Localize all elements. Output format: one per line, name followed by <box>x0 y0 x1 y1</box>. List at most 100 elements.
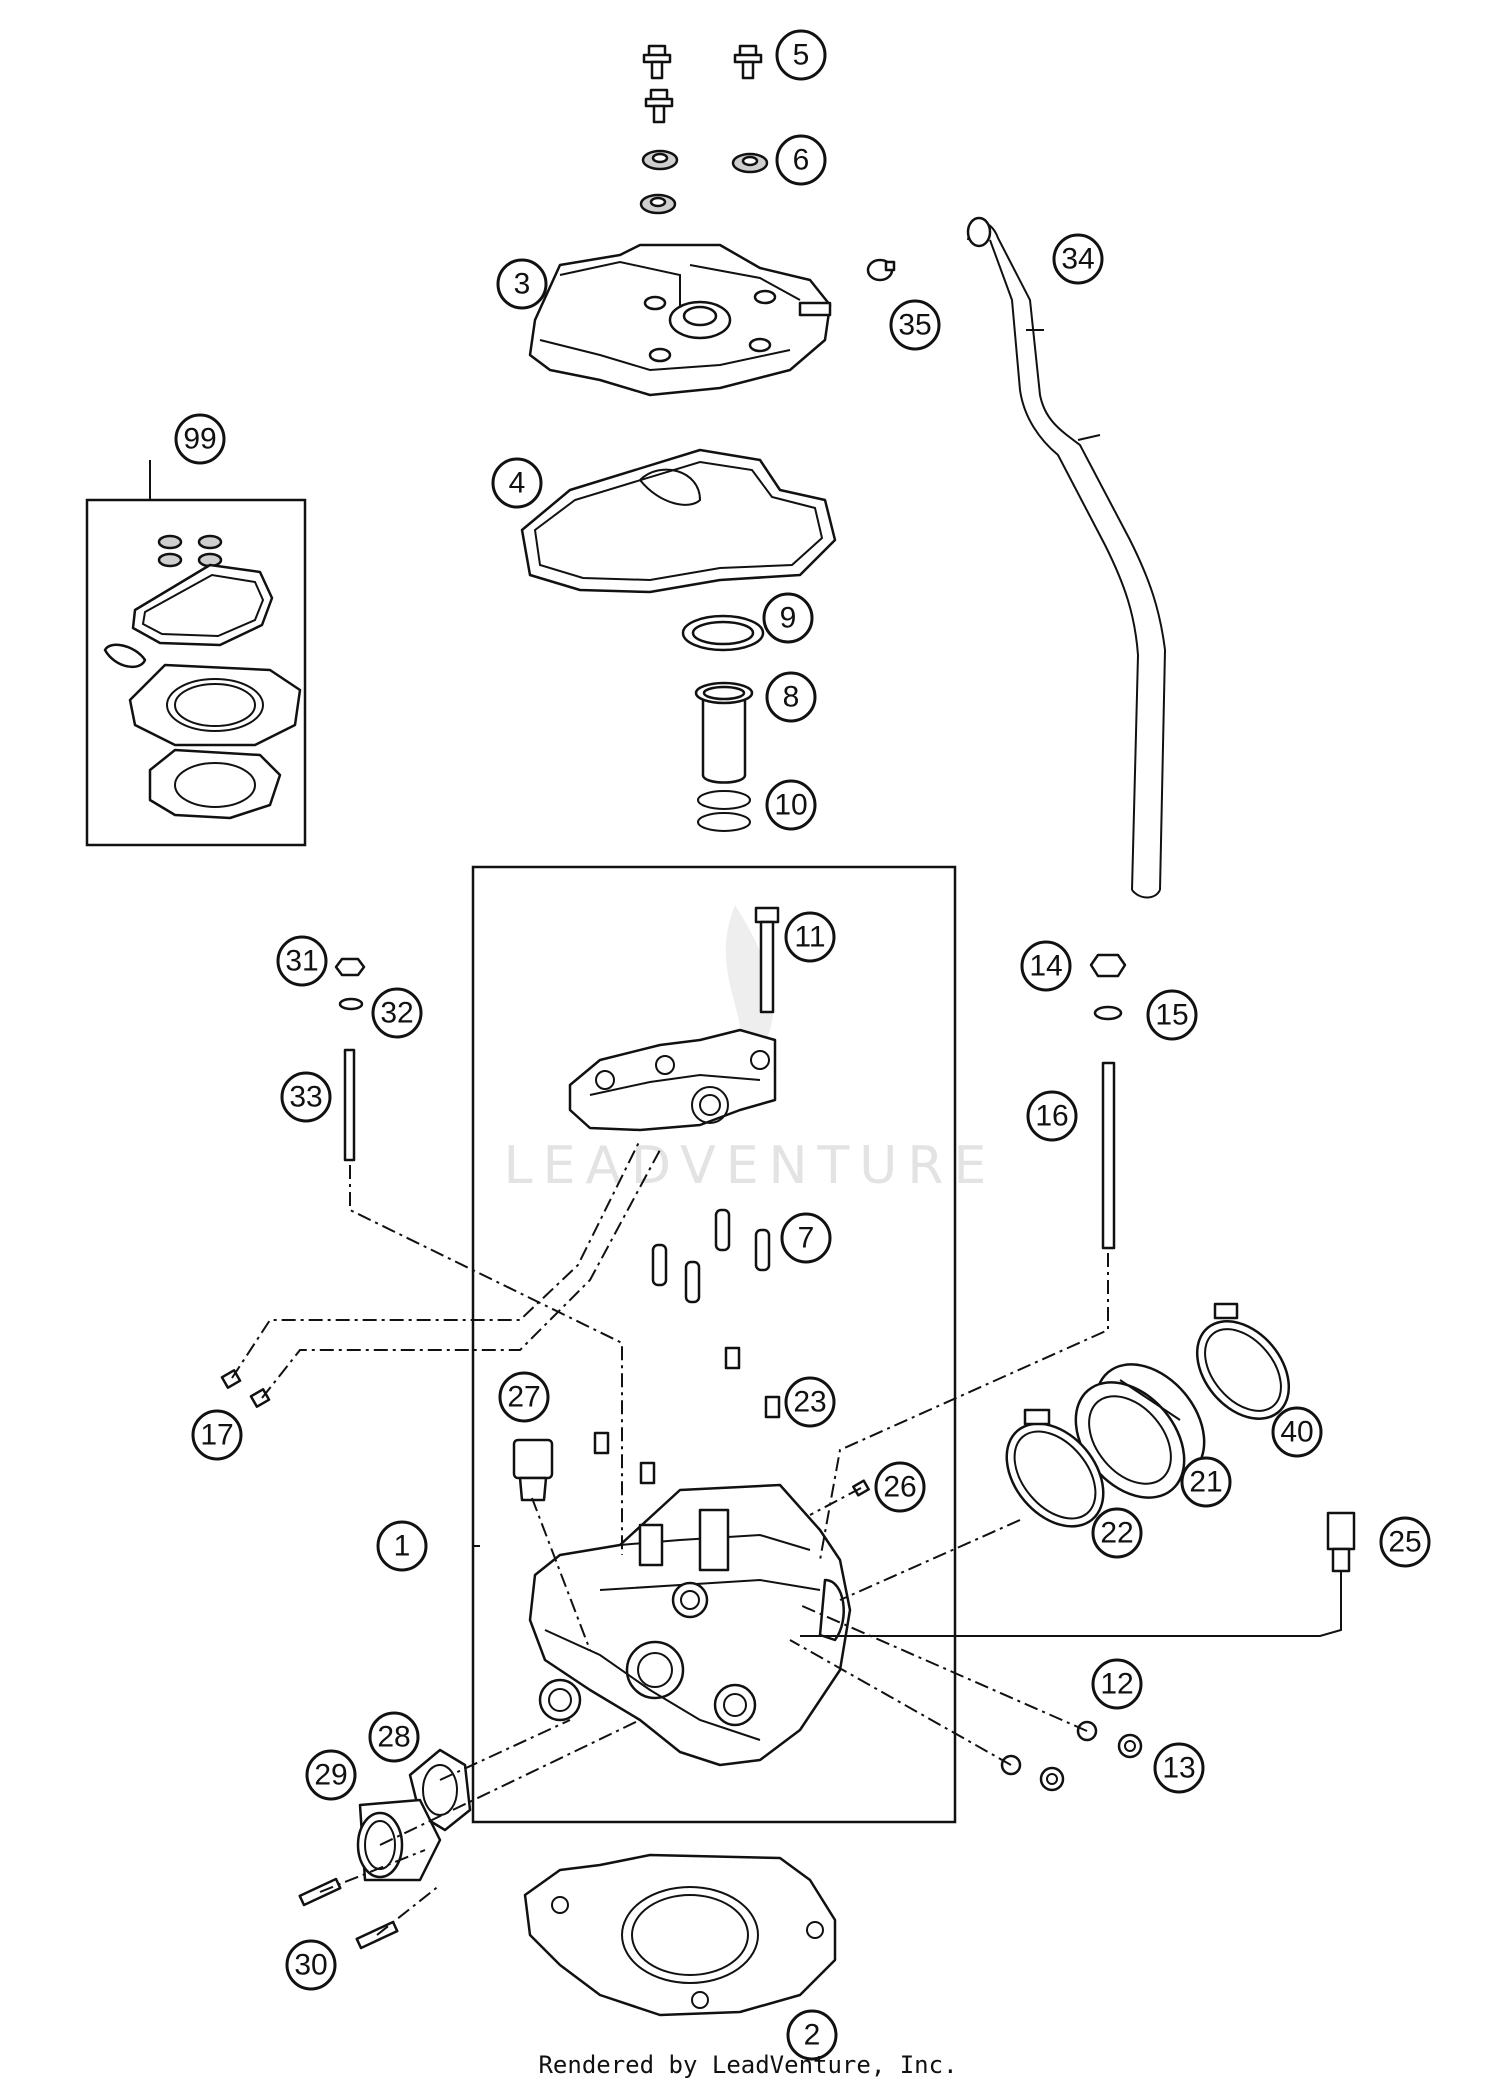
svg-text:12: 12 <box>1100 1668 1133 1701</box>
watermark: LEADVENTURE <box>504 905 997 1196</box>
washer-15[interactable] <box>1093 1005 1123 1021</box>
svg-text:33: 33 <box>289 1081 322 1114</box>
nut-31[interactable] <box>334 957 366 977</box>
temperature-sensor-25[interactable] <box>1326 1511 1356 1573</box>
bolt-17[interactable] <box>220 1369 271 1408</box>
callout-35[interactable]: 35 <box>889 299 941 351</box>
svg-text:7: 7 <box>798 1222 815 1255</box>
callout-10[interactable]: 10 <box>765 779 817 831</box>
valve-guides-7[interactable] <box>651 1208 771 1304</box>
intake-flange-21[interactable] <box>1054 1343 1227 1518</box>
svg-text:25: 25 <box>1388 1526 1421 1559</box>
svg-text:27: 27 <box>507 1381 540 1414</box>
cylinder-head-1[interactable] <box>528 1483 852 1767</box>
callout-28[interactable]: 28 <box>368 1711 420 1763</box>
callout-11[interactable]: 11 <box>784 911 836 963</box>
svg-text:32: 32 <box>380 997 413 1030</box>
callout-5[interactable]: 5 <box>775 29 827 81</box>
svg-text:28: 28 <box>377 1721 410 1754</box>
callout-17[interactable]: 17 <box>191 1409 243 1461</box>
seal-ring-9[interactable] <box>681 614 765 652</box>
screw-plug-13[interactable] <box>1039 1733 1143 1792</box>
callout-99[interactable]: 99 <box>174 413 226 465</box>
svg-text:10: 10 <box>774 789 807 822</box>
callout-23[interactable]: 23 <box>784 1376 836 1428</box>
stud-16[interactable] <box>1101 1061 1116 1250</box>
svg-text:13: 13 <box>1162 1752 1195 1785</box>
callout-30[interactable]: 30 <box>285 1939 337 1991</box>
svg-text:17: 17 <box>200 1419 233 1452</box>
svg-text:14: 14 <box>1029 950 1062 983</box>
svg-text:99: 99 <box>183 423 216 456</box>
valve-cover-gasket-4[interactable] <box>520 448 837 594</box>
svg-text:11: 11 <box>794 921 825 954</box>
leader-lines <box>149 460 1342 1936</box>
svg-text:3: 3 <box>514 268 531 301</box>
watermark-text: LEADVENTURE <box>504 1136 997 1196</box>
head-gasket-2[interactable] <box>523 1853 837 2017</box>
callout-15[interactable]: 15 <box>1146 989 1198 1041</box>
dowel-pin-23[interactable] <box>593 1346 781 1485</box>
screw-5[interactable] <box>642 44 763 124</box>
callout-8[interactable]: 8 <box>765 671 817 723</box>
svg-text:30: 30 <box>294 1949 327 1982</box>
svg-text:34: 34 <box>1061 243 1094 276</box>
breather-hose-34[interactable] <box>966 216 1167 899</box>
clamp-40[interactable] <box>1179 1302 1308 1436</box>
svg-text:16: 16 <box>1035 1100 1068 1133</box>
intake-socket-29[interactable] <box>356 1798 442 1882</box>
callout-9[interactable]: 9 <box>762 592 814 644</box>
callout-2[interactable]: 2 <box>786 2009 838 2061</box>
svg-text:23: 23 <box>793 1386 826 1419</box>
camshaft-bridge[interactable] <box>568 1028 777 1132</box>
gasket-kit-99[interactable] <box>103 534 302 820</box>
callout-12[interactable]: 12 <box>1091 1658 1143 1710</box>
washer-32[interactable] <box>338 997 364 1011</box>
callout-4[interactable]: 4 <box>491 457 543 509</box>
svg-text:29: 29 <box>314 1759 347 1792</box>
callout-3[interactable]: 3 <box>496 258 548 310</box>
callout-27[interactable]: 27 <box>498 1371 550 1423</box>
o-ring-10[interactable] <box>697 790 751 832</box>
svg-text:5: 5 <box>793 39 810 72</box>
svg-text:26: 26 <box>883 1471 916 1504</box>
callout-25[interactable]: 25 <box>1379 1516 1431 1568</box>
spark-plug-tube-8[interactable] <box>694 681 754 784</box>
callout-14[interactable]: 14 <box>1020 940 1072 992</box>
bolt-30[interactable] <box>298 1877 399 1950</box>
nut-14[interactable] <box>1089 953 1127 978</box>
callout-22[interactable]: 22 <box>1091 1507 1143 1559</box>
svg-text:1: 1 <box>394 1530 411 1563</box>
fitting-27[interactable] <box>512 1438 554 1502</box>
callout-31[interactable]: 31 <box>276 935 328 987</box>
callout-32[interactable]: 32 <box>371 987 423 1039</box>
svg-text:4: 4 <box>509 467 526 500</box>
svg-text:9: 9 <box>780 602 797 635</box>
callout-16[interactable]: 16 <box>1026 1090 1078 1142</box>
callout-34[interactable]: 34 <box>1052 233 1104 285</box>
clamp-35[interactable] <box>866 258 896 282</box>
valve-cover-3[interactable] <box>528 243 832 397</box>
callout-29[interactable]: 29 <box>305 1749 357 1801</box>
washer-12[interactable] <box>1000 1720 1098 1776</box>
bolt-11[interactable] <box>754 906 780 1014</box>
svg-text:35: 35 <box>898 309 931 342</box>
svg-text:6: 6 <box>793 144 810 177</box>
callout-13[interactable]: 13 <box>1153 1742 1205 1794</box>
svg-text:40: 40 <box>1280 1416 1313 1449</box>
footer-credit: Rendered by LeadVenture, Inc. <box>538 2051 957 2079</box>
callout-1[interactable]: 1 <box>376 1520 428 1572</box>
svg-text:21: 21 <box>1189 1466 1222 1499</box>
callout-40[interactable]: 40 <box>1271 1406 1323 1458</box>
callout-26[interactable]: 26 <box>874 1461 926 1513</box>
washer-6[interactable] <box>639 149 769 215</box>
clamp-22[interactable] <box>987 1405 1123 1545</box>
callout-6[interactable]: 6 <box>775 134 827 186</box>
svg-text:31: 31 <box>285 945 318 978</box>
callout-21[interactable]: 21 <box>1180 1456 1232 1508</box>
callout-7[interactable]: 7 <box>780 1212 832 1264</box>
svg-text:2: 2 <box>804 2019 821 2052</box>
callout-33[interactable]: 33 <box>280 1071 332 1123</box>
stud-33[interactable] <box>343 1048 356 1162</box>
